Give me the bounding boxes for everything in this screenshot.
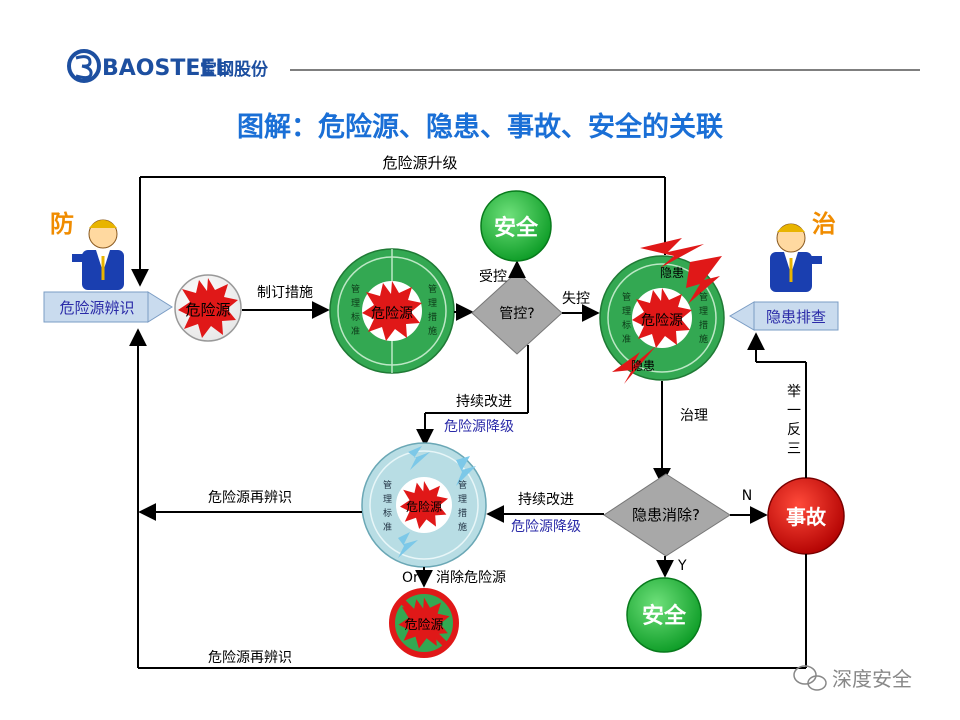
treat-label: 治 (812, 210, 836, 238)
eliminate-label: 消除危险源 (436, 570, 506, 586)
ring2-hazard-label: 危险源 (641, 313, 683, 329)
guard-figure-left (72, 219, 124, 290)
govern-label: 治理 (680, 408, 708, 424)
wechat-icon (793, 665, 827, 691)
lightning-icon (408, 446, 430, 470)
identify-label: 危险源辨识 (59, 299, 134, 317)
brand-en: BAOSTEEL (102, 56, 229, 81)
guard-figure-right (770, 223, 822, 292)
downgrade-top-label: 危险源降级 (444, 419, 514, 435)
inference-path (747, 332, 807, 478)
downgrade-bottom-label: 危险源降级 (511, 519, 581, 535)
risk-check-box (729, 301, 839, 331)
safe-top-label: 安全 (494, 215, 539, 241)
inference-label: 举一反三 (787, 384, 801, 457)
hazard-node (174, 274, 242, 342)
or-label: Or (402, 570, 419, 586)
safe-bottom-label: 安全 (642, 603, 687, 629)
lightning-icon (398, 532, 418, 558)
downgraded-ring (361, 442, 487, 568)
yes-label: Y (677, 558, 687, 574)
lightning-icon (612, 346, 656, 384)
ring1-hazard-label: 危险源 (371, 306, 413, 322)
eliminated-hazard-label: 危险源 (404, 618, 443, 633)
out-of-control-label: 失控 (562, 291, 590, 307)
lightning-icon (686, 256, 722, 304)
ring3-standard-label: 管理标准 (383, 479, 392, 533)
eliminated-hazard (389, 588, 459, 658)
risk-top-label: 隐患 (660, 266, 684, 280)
improve-top-label: 持续改进 (456, 393, 512, 410)
re-identify-loop (129, 328, 807, 669)
ring1-standard-label: 管理标准 (351, 283, 360, 337)
page-title: 图解：危险源、隐患、事故、安全的关联 (237, 111, 723, 143)
control-label: 管控? (499, 306, 534, 322)
hazard-label: 危险源 (185, 301, 230, 319)
safe-node-bottom (626, 577, 702, 653)
ring3-hazard-label: 危险源 (406, 499, 442, 514)
accident-label: 事故 (786, 505, 827, 529)
risk-ring (599, 238, 725, 384)
no-label: N (742, 488, 752, 504)
safe-node-top (480, 190, 552, 262)
baosteel-logo (67, 49, 101, 83)
re-identify-bottom-label: 危险源再辨识 (208, 650, 292, 666)
lightning-icon (456, 456, 476, 486)
upgrade-loop (131, 176, 666, 287)
risk-eliminated-label: 隐患消除? (632, 506, 700, 524)
improve-path-top (416, 345, 529, 447)
risk-bottom-label: 隐患 (631, 359, 655, 373)
prevent-label: 防 (50, 210, 74, 238)
watermark-text: 深度安全 (832, 667, 912, 691)
upgrade-label: 危险源升级 (382, 154, 457, 172)
ring3-measures-label: 管理措施 (458, 479, 467, 533)
ring2-measures-label: 管理措施 (699, 291, 708, 345)
controlled-label: 受控 (479, 269, 507, 285)
re-identify-mid-label: 危险源再辨识 (208, 490, 292, 506)
lightning-icon (640, 238, 704, 268)
brand-cn: 宝钢股份 (200, 59, 269, 80)
ring1-measures-label: 管理措施 (428, 283, 437, 337)
risk-check-label: 隐患排查 (766, 308, 826, 326)
make-measures-label: 制订措施 (257, 285, 313, 301)
control-decision (471, 271, 563, 355)
improve-bottom-label: 持续改进 (518, 491, 574, 508)
identify-box (43, 291, 173, 323)
managed-hazard-ring (329, 248, 455, 374)
ring2-standard-label: 管理标准 (622, 291, 631, 345)
